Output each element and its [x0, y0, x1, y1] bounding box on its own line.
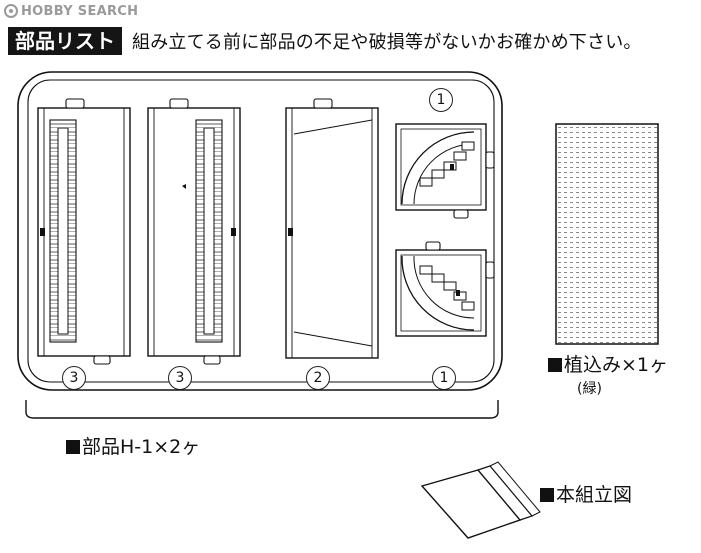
hobbysearch-watermark: HOBBY SEARCH: [4, 3, 138, 19]
wall-part-3-left: [37, 98, 131, 365]
sprue-frame: [17, 71, 503, 391]
part-number-2: 2: [306, 366, 330, 390]
watermark-text: HOBBY SEARCH: [21, 3, 139, 19]
part-number-top-1: 1: [429, 88, 453, 112]
wall-part-2: [285, 98, 379, 359]
part-number-3-left: 3: [62, 366, 86, 390]
quantity-bracket: [25, 400, 499, 419]
parts-label: 部品H-1×2ヶ: [66, 432, 200, 459]
planting-label: 植込み×1ヶ: [548, 350, 668, 377]
wall-part-3-middle: [147, 98, 241, 365]
bullet-square-icon: [548, 358, 562, 372]
hobbysearch-logo-icon: [4, 4, 18, 18]
instructions-label: 本組立図: [540, 480, 632, 507]
header-note: 組み立てる前に部品の不足や破損等がないかお確かめ下さい。: [132, 32, 642, 53]
sprue-frame-inner: [27, 79, 495, 383]
planting-color-note: (緑): [577, 381, 602, 397]
instruction-sheet-icon: [420, 461, 541, 539]
bullet-square-icon: [66, 440, 80, 454]
bullet-square-icon: [540, 488, 554, 502]
header: 部品リスト 組み立てる前に部品の不足や破損等がないかお確かめ下さい。: [8, 27, 642, 55]
page-title: 部品リスト: [8, 27, 122, 55]
planting-sheet: [555, 123, 659, 345]
stair-part-1-bottom: [395, 241, 495, 337]
stair-part-1-top: [395, 123, 495, 219]
part-number-3-middle: 3: [168, 366, 192, 390]
part-number-1-bottom: 1: [432, 366, 456, 390]
